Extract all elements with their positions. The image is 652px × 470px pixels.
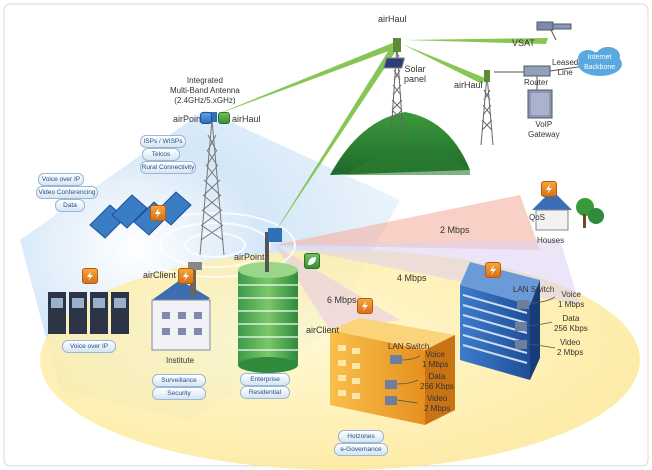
pill-telcos: Telcos bbox=[142, 148, 180, 161]
lightning-icon bbox=[541, 181, 557, 197]
pill-egovernance: e-Governance bbox=[334, 443, 388, 456]
orange-building bbox=[330, 318, 455, 425]
speed-6mbps: 6 Mbps bbox=[327, 295, 357, 305]
right-data-label: Data 256 Kbps bbox=[554, 314, 588, 333]
voip-gateway-label: VoIP Gateway bbox=[528, 120, 560, 139]
solar-panel-label: Solar panel bbox=[404, 64, 427, 84]
router-box bbox=[523, 65, 551, 77]
institute-label: Institute bbox=[166, 356, 195, 365]
green-building bbox=[238, 228, 298, 373]
antenna-title: Integrated Multi-Band Antenna (2.4GHz/5.… bbox=[170, 76, 240, 105]
leaf-icon bbox=[218, 112, 230, 124]
lan-switch-right-label: LAN Switch bbox=[513, 285, 555, 294]
leased-line-label: Leased Line bbox=[552, 58, 579, 77]
solar-panel bbox=[383, 57, 406, 69]
lightning-icon bbox=[485, 262, 501, 278]
airpoint-top-label: airPoint bbox=[173, 114, 204, 124]
lightning-icon bbox=[178, 268, 194, 284]
houses-cluster bbox=[532, 190, 604, 231]
pill-surveillance: Surveillance bbox=[152, 374, 206, 387]
green-links bbox=[210, 38, 548, 240]
speed-2mbps: 2 Mbps bbox=[440, 225, 470, 235]
leaf-icon bbox=[200, 112, 212, 124]
leaf-icon bbox=[304, 253, 320, 269]
airhaul-right-label: airHaul bbox=[454, 80, 483, 90]
router-label: Router bbox=[524, 78, 549, 87]
mid-data-label: Data 256 Kbps bbox=[420, 372, 454, 391]
right-video-label: Video 2 Mbps bbox=[557, 338, 584, 357]
internet-cloud bbox=[578, 47, 622, 76]
pill-video-conf: Video Conferencing bbox=[36, 186, 98, 199]
right-tower bbox=[480, 74, 494, 146]
payphones bbox=[48, 292, 129, 334]
pill-rural: Rural Connectivity bbox=[140, 161, 196, 174]
pill-voice-over-ip-top: Voice over IP bbox=[38, 173, 84, 186]
signal-rings bbox=[134, 212, 296, 278]
mid-video-label: Video 2 Mbps bbox=[424, 394, 451, 413]
airclient-mid-label: airClient bbox=[306, 325, 340, 335]
device-icons bbox=[385, 300, 529, 405]
lightning-icon bbox=[150, 205, 166, 221]
vsat-label: VSAT bbox=[512, 38, 535, 48]
pill-isps: ISPs / WISPs bbox=[140, 135, 186, 148]
airpoint-mid-label: airPoint bbox=[234, 252, 265, 262]
beam-houses bbox=[275, 195, 540, 250]
speed-4mbps: 4 Mbps bbox=[397, 273, 427, 283]
houses-label: Houses bbox=[537, 236, 565, 245]
internet-backbone-label: Internet Backbone bbox=[584, 54, 616, 71]
top-antenna bbox=[393, 38, 401, 52]
lan-switch-mid-label: LAN Switch bbox=[388, 342, 430, 351]
qos-label: QoS bbox=[529, 213, 546, 222]
pill-hotzones: Hotzones bbox=[338, 430, 384, 443]
mid-voice-label: Voice 1 Mbps bbox=[422, 350, 449, 369]
airhaul-mid-label: airHaul bbox=[232, 114, 261, 124]
blue-building bbox=[460, 262, 540, 380]
pill-security: Security bbox=[152, 387, 206, 400]
lightning-icon bbox=[357, 298, 373, 314]
pill-residential: Residential bbox=[240, 386, 290, 399]
pill-enterprise: Enterprise bbox=[240, 373, 290, 386]
airclient-left-label: airClient bbox=[143, 270, 177, 280]
connector-lines bbox=[396, 296, 556, 404]
pill-voice-over-ip-bottom: Voice over IP bbox=[62, 340, 116, 353]
right-voice-label: Voice 1 Mbps bbox=[558, 290, 585, 309]
airhaul-top-label: airHaul bbox=[378, 14, 407, 24]
pill-data: Data bbox=[55, 199, 85, 212]
lightning-icon bbox=[82, 268, 98, 284]
vsat-satellite bbox=[536, 21, 572, 41]
